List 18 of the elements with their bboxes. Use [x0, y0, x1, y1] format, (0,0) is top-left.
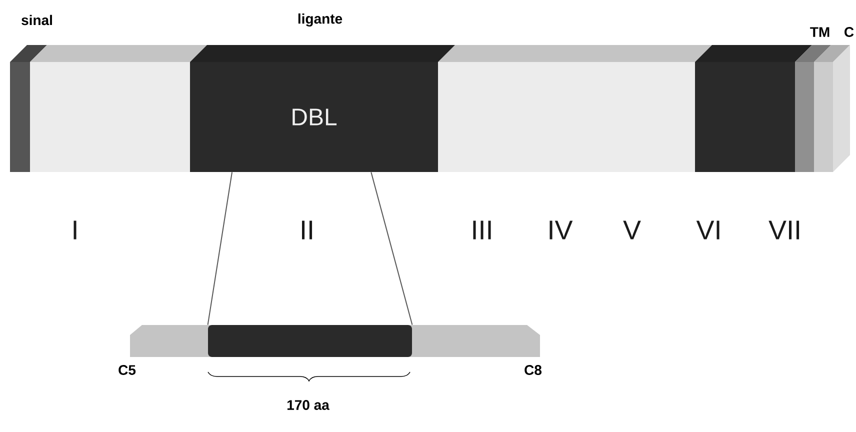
domain-number: IV [550, 220, 573, 240]
dbl-domain-box: DBL [190, 45, 455, 172]
zoom-line [370, 172, 413, 326]
region-label: ligante [298, 13, 342, 27]
region-label: sinal [22, 14, 52, 26]
domain-number: II [302, 220, 312, 240]
domain-number: VI [696, 220, 720, 240]
domain-number: III [473, 220, 491, 240]
length-label: 170 aa [287, 400, 330, 410]
cysteine-label: C5 [118, 365, 136, 375]
dbl-bar [208, 325, 412, 357]
domain-number: V [623, 220, 641, 240]
region-label: TM [810, 27, 830, 37]
domain-number: I [74, 220, 76, 240]
zoom-line [207, 172, 233, 326]
domain-number: VII [768, 220, 800, 240]
cysteine-label: C8 [524, 365, 542, 375]
region-label: C [844, 27, 854, 37]
